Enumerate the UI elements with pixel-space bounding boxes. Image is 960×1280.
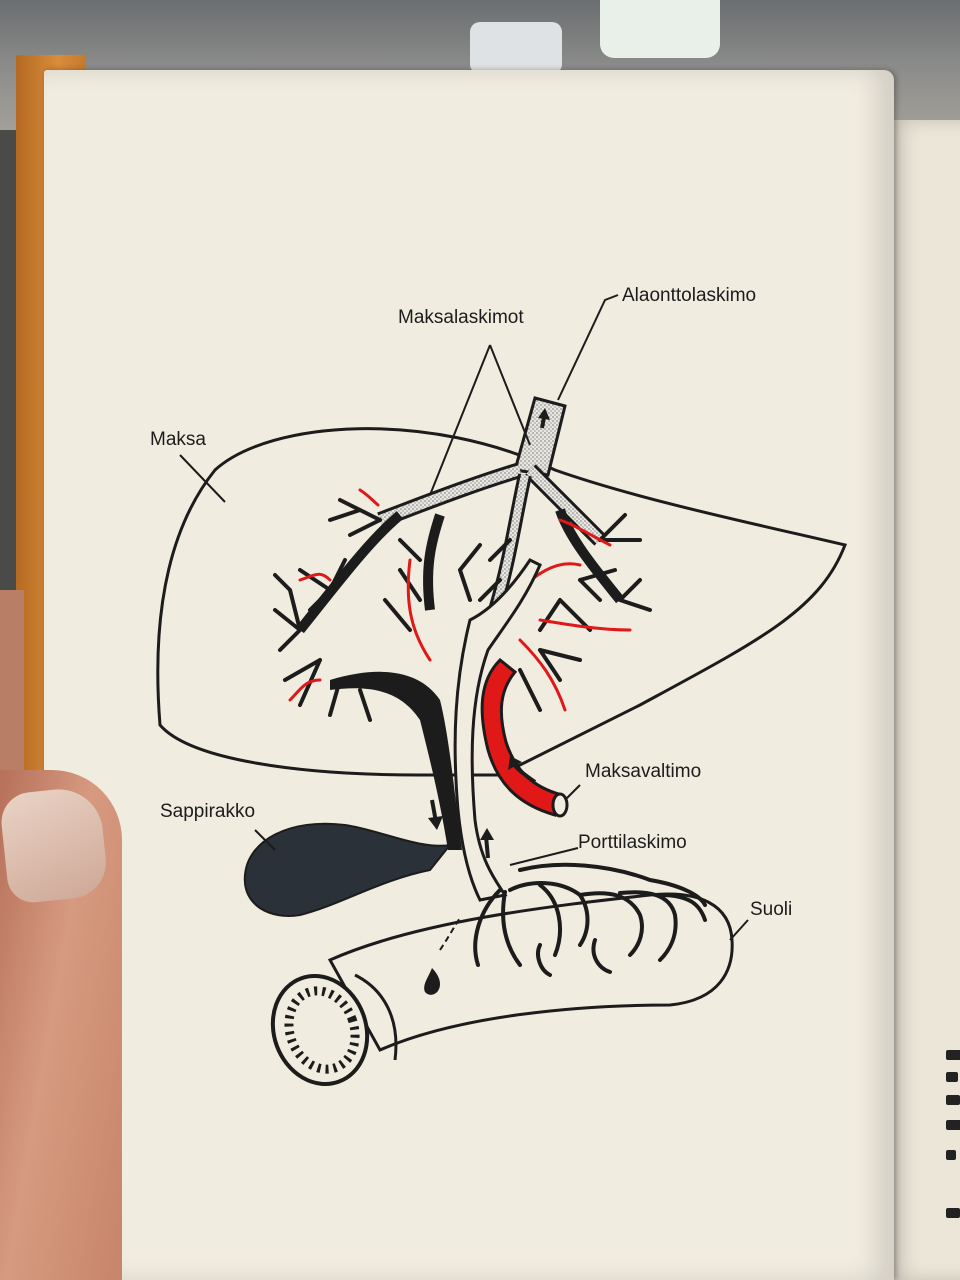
label-suoli: Suoli bbox=[750, 900, 792, 919]
label-porttilaskimo: Porttilaskimo bbox=[578, 833, 687, 852]
label-sappirakko: Sappirakko bbox=[160, 802, 255, 821]
hepatic-veins bbox=[300, 470, 620, 630]
label-alaonttolaskimo: Alaonttolaskimo bbox=[622, 286, 756, 305]
intestine bbox=[330, 894, 732, 1050]
bile-duct bbox=[330, 672, 462, 850]
vena-cava bbox=[515, 398, 565, 475]
label-maksalaskimot: Maksalaskimot bbox=[398, 308, 524, 327]
gallbladder bbox=[245, 824, 450, 916]
hepatic-artery bbox=[482, 660, 562, 815]
label-maksavaltimo: Maksavaltimo bbox=[585, 762, 701, 781]
label-maksa: Maksa bbox=[150, 430, 206, 449]
